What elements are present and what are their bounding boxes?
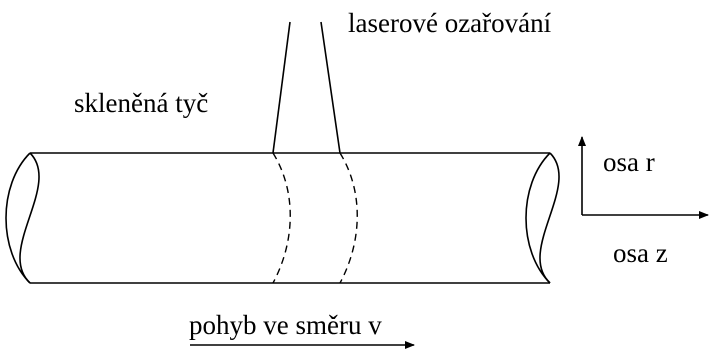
irradiated-zone-right-boundary — [339, 152, 358, 284]
rod-right-break-curve-1 — [525, 152, 551, 284]
glass-rod — [5, 152, 560, 284]
coordinate-axes — [578, 136, 709, 219]
rod-left-break-curve-1 — [5, 152, 31, 284]
rod-left-break-curve-2 — [19, 152, 40, 284]
label-motion-direction: pohyb ve směru v — [189, 310, 382, 340]
laser-beam — [272, 21, 341, 154]
irradiated-zone — [272, 152, 358, 284]
label-glass-rod: skleněná tyč — [74, 88, 208, 118]
irradiated-zone-left-boundary — [272, 152, 291, 284]
laser-beam-right-edge — [320, 21, 341, 154]
label-laser-irradiation: laserové ozařování — [348, 8, 552, 38]
laser-beam-left-edge — [272, 21, 291, 154]
rod-right-break-curve-2 — [539, 152, 560, 284]
label-axis-z: osa z — [613, 238, 668, 268]
label-axis-r: osa r — [603, 147, 655, 177]
